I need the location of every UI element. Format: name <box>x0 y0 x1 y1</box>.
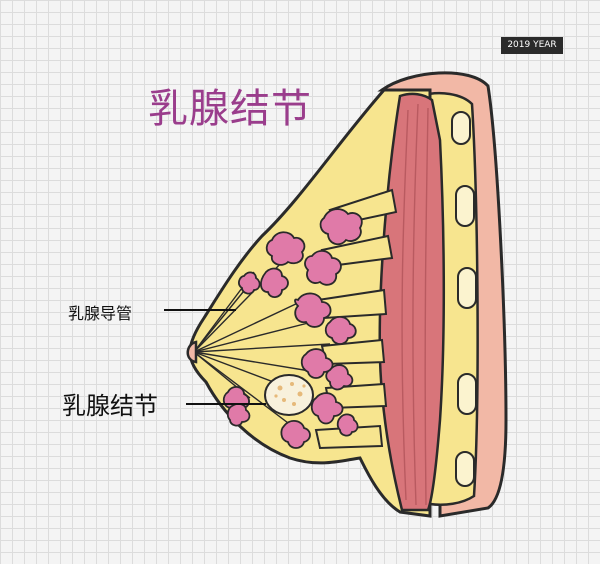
year-badge: 2019 YEAR <box>501 37 563 54</box>
lobules <box>222 208 363 449</box>
nipple <box>186 340 198 364</box>
ducts-label: 乳腺导管 <box>68 304 133 323</box>
muscle-fibers <box>401 103 429 506</box>
ribs <box>451 111 477 487</box>
nodule-label: 乳腺结节 <box>62 392 158 420</box>
nodule-icon <box>264 374 314 416</box>
page-title: 乳腺结节 <box>148 86 312 132</box>
pectoral-muscle <box>378 92 446 512</box>
